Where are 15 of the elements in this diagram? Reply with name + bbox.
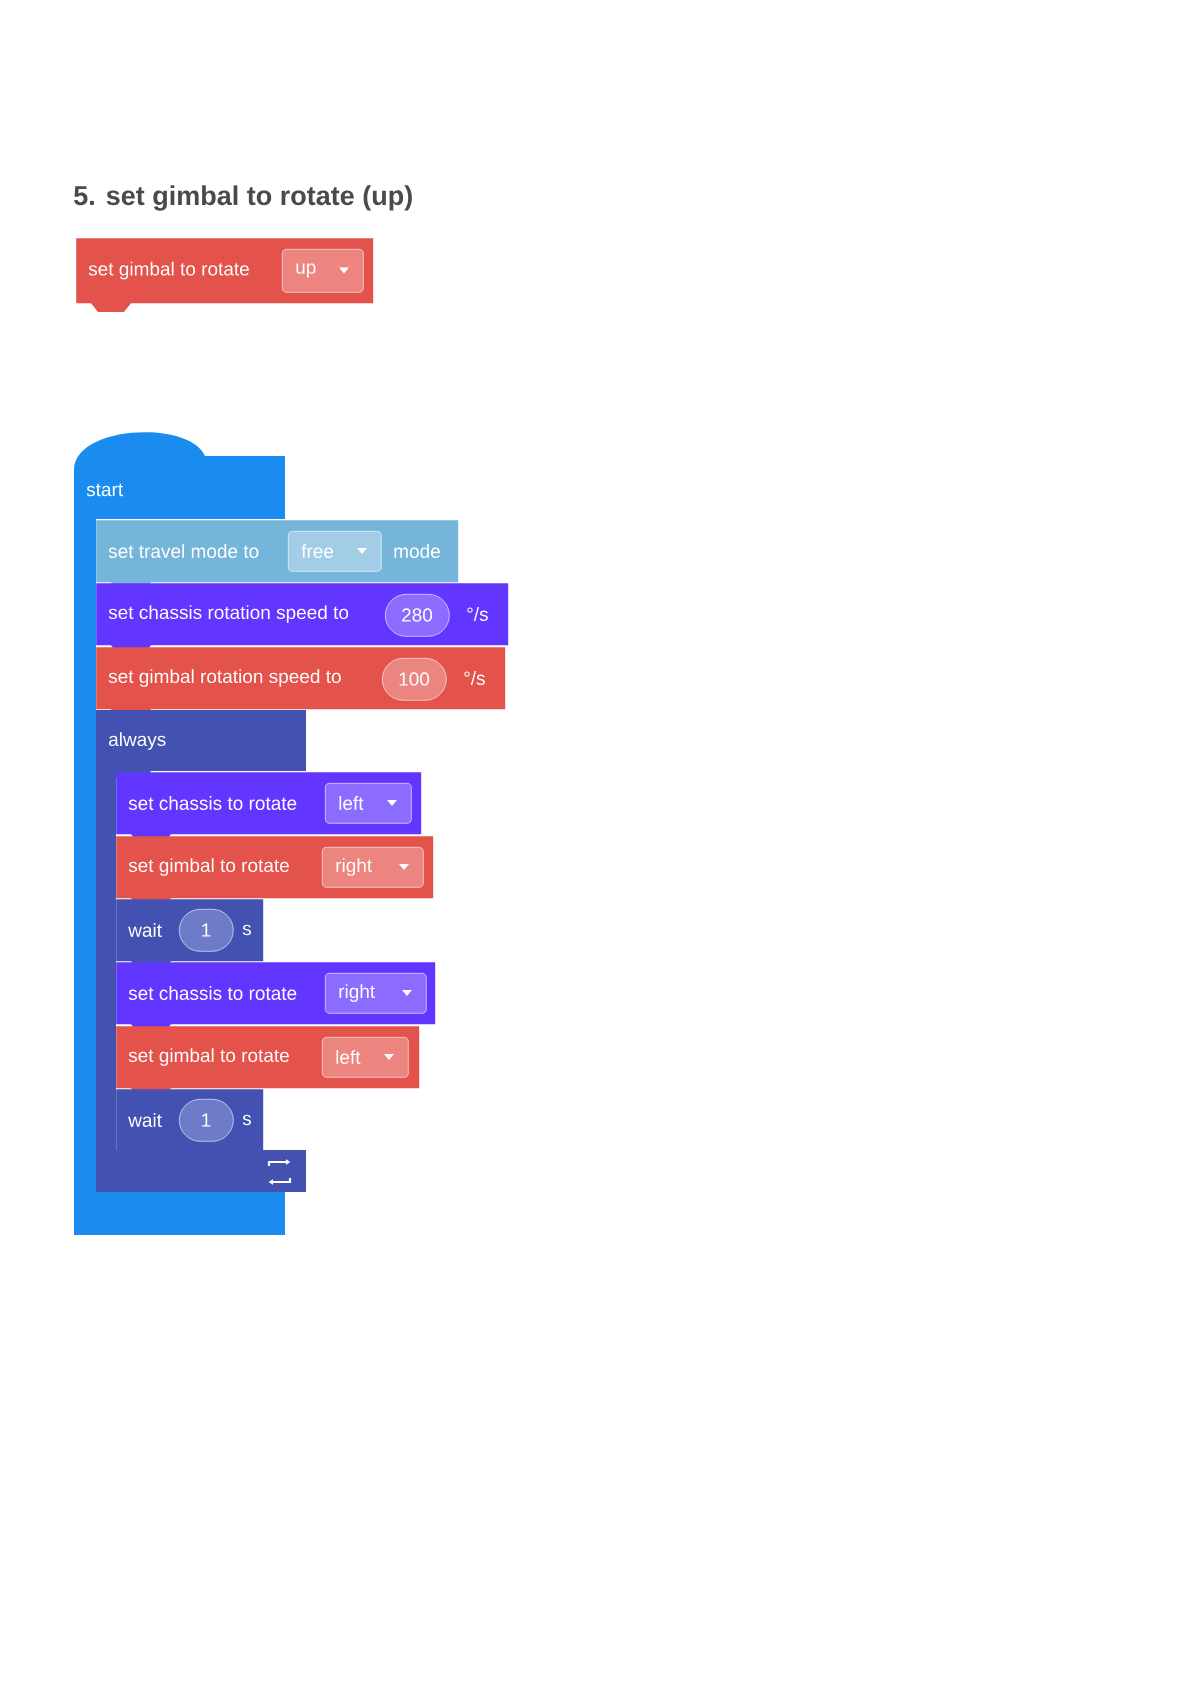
title: 5. set gimbal to rotate (up) <box>74 185 412 211</box>
number-field: 1 <box>179 1099 234 1142</box>
dropdown-field: left <box>322 1037 409 1078</box>
node-label: s <box>242 1114 252 1126</box>
number-field: 280 <box>385 594 450 637</box>
dropdown-field: right <box>322 847 424 888</box>
dropdown-field: left <box>325 783 412 824</box>
number-field: 100 <box>382 658 447 701</box>
node-label: wait <box>128 1113 162 1127</box>
dropdown-field: up <box>282 249 364 293</box>
node-label: s <box>242 924 252 936</box>
dropdown-field: right <box>325 973 427 1014</box>
node-label: wait <box>128 923 162 937</box>
number-field: 1 <box>179 909 234 952</box>
dropdown-field: free <box>288 531 382 572</box>
